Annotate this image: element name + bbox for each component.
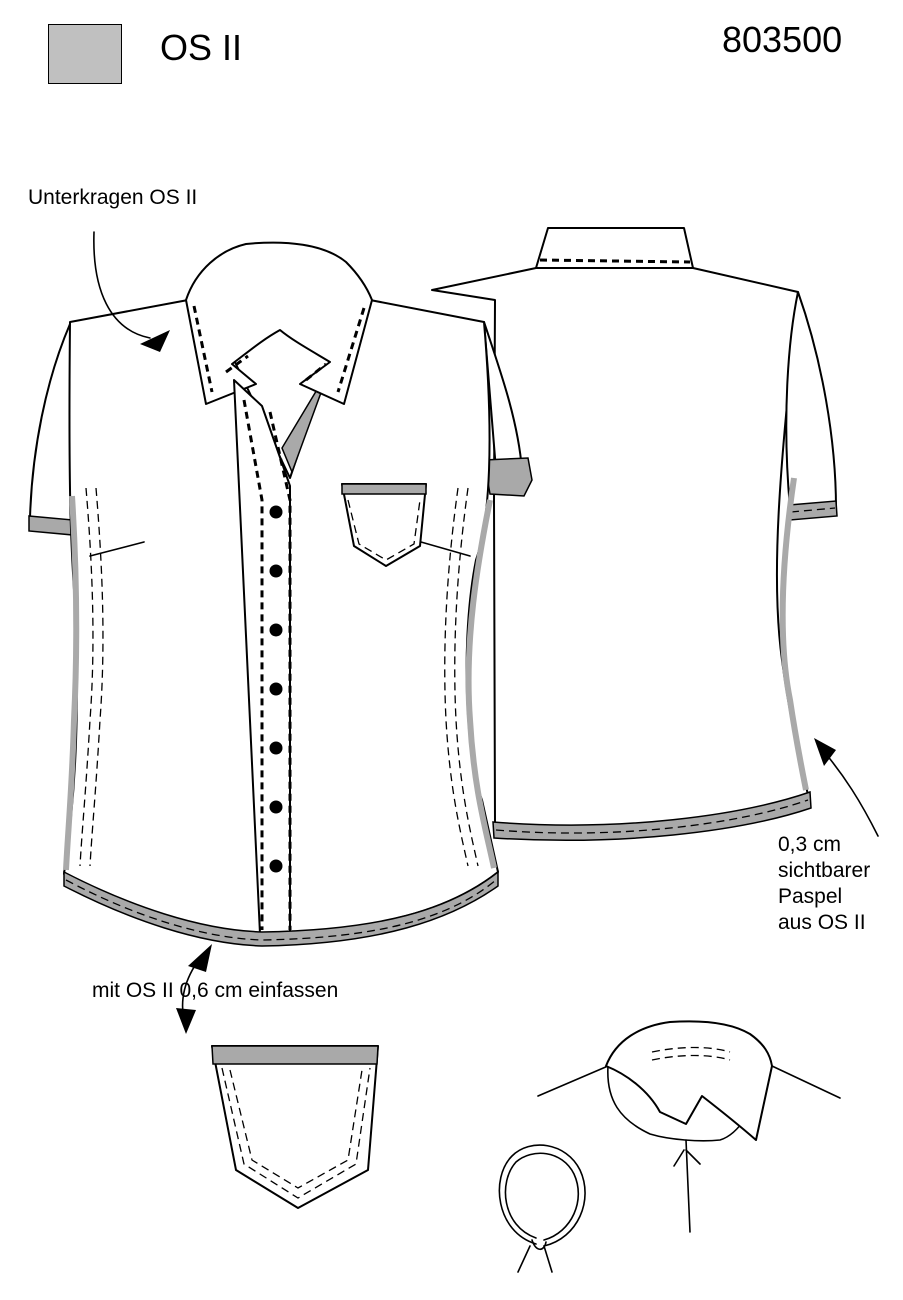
front-right-side-seam-stitch-2 [444, 487, 469, 867]
collar-left-stitch [192, 305, 214, 393]
collar-detail-tie [673, 1139, 701, 1233]
piping-arrow-icon [814, 738, 836, 766]
collar-detail-shoulders [537, 1065, 841, 1099]
button [269, 741, 283, 755]
back-view [431, 227, 838, 841]
breast-pocket-stitch [347, 499, 421, 561]
collar-point-stitch-right [305, 362, 327, 382]
pocket-stitch [221, 1067, 371, 1199]
fabric-swatch [48, 24, 122, 84]
front-hem-band [63, 870, 499, 947]
collar-right-stitch [336, 307, 366, 393]
front-left-sleeve-band [28, 515, 74, 536]
under-collar-facing [281, 367, 331, 475]
front-view [28, 241, 533, 947]
button [269, 623, 283, 637]
front-right-side-seam-stitch [454, 487, 479, 867]
binding-annotation: mit OS II 0,6 cm einfassen [92, 979, 339, 1002]
back-collar-stitch [539, 258, 691, 264]
back-sleeve-band-stitch [790, 507, 836, 513]
piping-line: aus OS II [778, 911, 866, 934]
loop-inner [504, 1152, 579, 1241]
collar-detail-inner-stitch [651, 1046, 731, 1053]
under-collar-annotation: Unterkragen OS II [28, 186, 198, 209]
collar-detail-inner-stitch-2 [651, 1054, 731, 1061]
fabric-label: OS II [160, 27, 243, 68]
piping-line: Paspel [778, 885, 843, 908]
back-sleeve [785, 291, 837, 509]
breast-pocket-band [341, 483, 427, 495]
front-right-side-piping [465, 499, 497, 869]
button [269, 800, 283, 814]
front-hem-stitch [65, 879, 497, 941]
placket-stitch-right [268, 411, 292, 930]
front-sleeve-fold [483, 457, 533, 497]
collar [185, 241, 373, 405]
loop-knot [517, 1239, 553, 1273]
front-left-sleeve [29, 323, 75, 523]
piping-line: 0,3 cm [778, 833, 842, 856]
pocket-detail [211, 1045, 379, 1209]
under-collar-arrow-icon [140, 330, 170, 352]
loop-outer [498, 1144, 586, 1247]
front-left-side-piping [63, 495, 80, 871]
under-collar-leader-line [93, 231, 151, 339]
piping-annotation: 0,3 cm sichtbarer Paspel aus OS II [778, 832, 870, 936]
model-number: 803500 [722, 19, 843, 60]
front-left-side-seam-stitch-2 [89, 487, 104, 867]
button [269, 505, 283, 519]
front-dart-right [413, 539, 471, 557]
back-hem-band [492, 790, 812, 841]
back-sleeve-band [788, 500, 838, 521]
binding-arrow-down-icon [176, 1008, 196, 1034]
collar-detail-collar [605, 1020, 773, 1141]
binding-arrow-up-icon [188, 944, 212, 972]
loop-detail [498, 1144, 586, 1273]
pocket-stitch-inner [229, 1069, 363, 1189]
front-dart-left [89, 541, 145, 557]
placket-stitch-left [242, 399, 264, 930]
collar-point-stitch-left [225, 354, 249, 374]
front-left-side-seam-stitch [79, 487, 94, 867]
button [269, 682, 283, 696]
buttons [269, 505, 283, 873]
button [269, 859, 283, 873]
button [269, 564, 283, 578]
piping-line: sichtbarer [778, 859, 871, 882]
pocket-band [211, 1045, 379, 1065]
collar-detail [537, 1020, 841, 1233]
back-side-piping [779, 477, 809, 791]
piping-leader-line [825, 753, 879, 837]
back-collar [535, 227, 694, 269]
